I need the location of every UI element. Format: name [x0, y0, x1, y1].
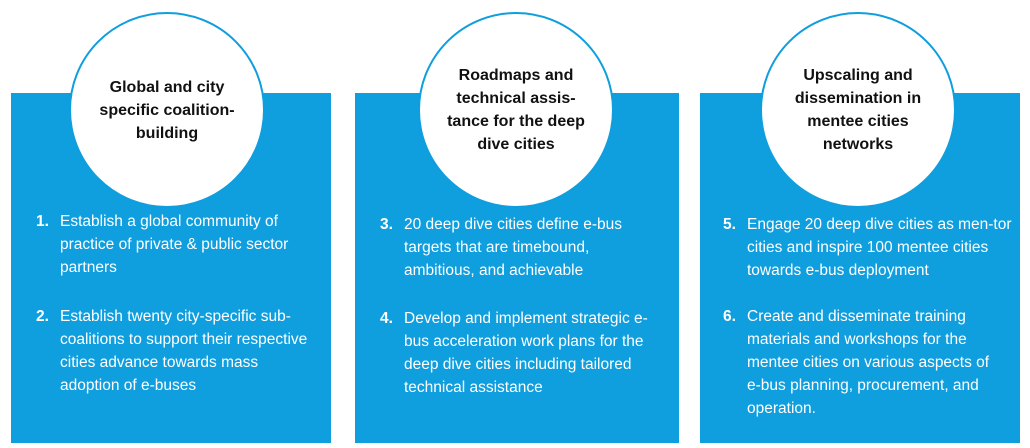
item-number: 1.: [36, 213, 49, 230]
list-item-5: 5. Engage 20 deep dive cities as men-tor…: [723, 213, 1013, 282]
list-item-6: 6. Create and disseminate training mater…: [723, 305, 991, 420]
heading-circle-3: Upscaling and dissemination in mentee ci…: [760, 12, 956, 208]
list-item-2: 2. Establish twenty city-specific sub-co…: [36, 305, 320, 397]
item-number: 2.: [36, 308, 49, 325]
list-item-3: 3. 20 deep dive cities define e-bus targ…: [380, 213, 650, 282]
column-heading-1: Global and city specific coalition-build…: [99, 78, 235, 142]
column-heading-2: Roadmaps and technical assis-tance for t…: [447, 67, 585, 153]
item-number: 4.: [380, 310, 393, 327]
item-number: 3.: [380, 216, 393, 233]
item-text: Establish a global community of practice…: [60, 213, 289, 276]
list-item-1: 1. Establish a global community of pract…: [36, 210, 318, 279]
heading-circle-2: Roadmaps and technical assis-tance for t…: [418, 12, 614, 208]
list-item-4: 4. Develop and implement strategic e-bus…: [380, 307, 668, 399]
item-text: Engage 20 deep dive cities as men-tor ci…: [747, 216, 1012, 279]
item-number: 6.: [723, 308, 736, 325]
item-text: Establish twenty city-specific sub-coali…: [60, 308, 308, 394]
item-text: Create and disseminate training material…: [747, 308, 990, 417]
column-heading-3: Upscaling and dissemination in mentee ci…: [794, 67, 922, 153]
item-text: Develop and implement strategic e-bus ac…: [404, 310, 648, 396]
heading-circle-1: Global and city specific coalition-build…: [69, 12, 265, 208]
item-text: 20 deep dive cities define e-bus targets…: [404, 216, 623, 279]
item-number: 5.: [723, 216, 736, 233]
